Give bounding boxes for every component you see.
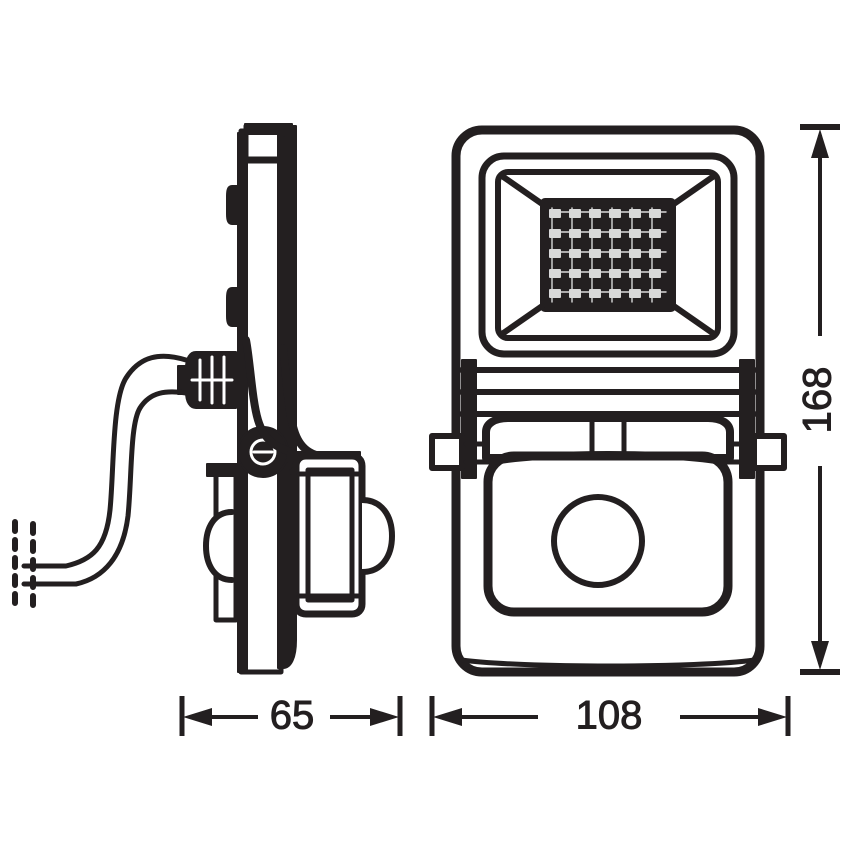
dimension-depth-value: 65 bbox=[270, 694, 315, 738]
dimension-depth-65: 65 bbox=[179, 693, 403, 738]
front-body-bottom-line bbox=[459, 657, 757, 669]
side-pir-sensor bbox=[203, 452, 395, 618]
dimension-width-value: 108 bbox=[576, 694, 643, 738]
front-pir-housing bbox=[482, 414, 734, 617]
led-chip-grid bbox=[549, 207, 667, 303]
side-view bbox=[12, 123, 395, 675]
dimension-height-value: 168 bbox=[796, 367, 840, 434]
front-pir-lens bbox=[551, 494, 645, 588]
front-view bbox=[429, 125, 787, 677]
front-led-panel bbox=[540, 198, 676, 312]
cable-break-marks bbox=[12, 519, 36, 617]
dimension-width-108: 108 bbox=[429, 693, 791, 738]
power-cable bbox=[21, 353, 189, 587]
side-housing-nubs bbox=[226, 185, 240, 327]
dimension-height-168: 168 bbox=[795, 124, 840, 675]
cable-gland bbox=[177, 351, 237, 409]
led-chips bbox=[549, 209, 661, 298]
